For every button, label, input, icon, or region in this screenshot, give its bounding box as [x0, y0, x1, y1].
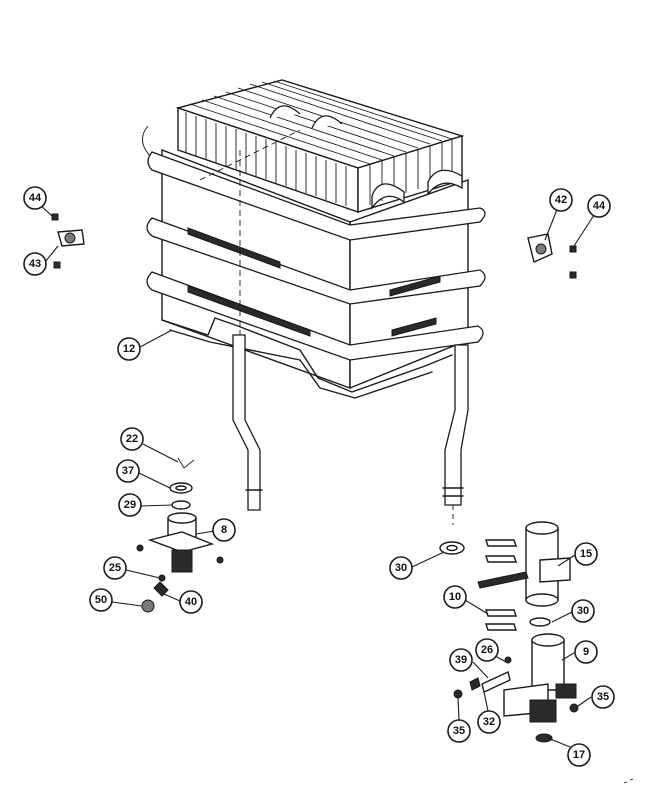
- callout-label: 25: [109, 562, 121, 574]
- heat-exchanger: [142, 79, 486, 525]
- callout-label: 44: [593, 200, 606, 212]
- water-valve-assembly: [439, 521, 634, 784]
- callout-30-lower: 30: [571, 599, 595, 623]
- callout-50: 50: [89, 588, 113, 612]
- callout-label: 9: [583, 646, 589, 658]
- callout-label: 26: [481, 644, 493, 656]
- callout-8: 8: [212, 518, 236, 542]
- callout-label: 15: [580, 548, 592, 560]
- callout-26: 26: [475, 638, 499, 662]
- heat-fins: [185, 80, 453, 206]
- callout-40: 40: [179, 590, 203, 614]
- callout-10: 10: [443, 585, 467, 609]
- overheat-thermostat-left: [51, 213, 85, 269]
- callout-39: 39: [449, 648, 473, 672]
- callout-43: 43: [23, 252, 47, 276]
- callout-label: 43: [29, 258, 41, 270]
- callout-label: 35: [453, 725, 465, 737]
- callout-label: 12: [123, 343, 135, 355]
- callout-label: 10: [449, 591, 461, 603]
- callout-42: 42: [549, 188, 573, 212]
- callout-32: 32: [477, 710, 501, 734]
- callout-label: 39: [455, 654, 467, 666]
- callout-label: 22: [126, 433, 138, 445]
- callout-35-left: 35: [447, 719, 471, 743]
- callout-label: 42: [555, 194, 567, 206]
- callout-label: 35: [597, 691, 609, 703]
- callout-label: 30: [577, 605, 589, 617]
- callout-15: 15: [574, 542, 598, 566]
- callout-17: 17: [567, 743, 591, 767]
- callout-label: 17: [573, 749, 585, 761]
- callout-44-right: 44: [587, 194, 611, 218]
- callout-30-upper: 30: [389, 556, 413, 580]
- callout-25: 25: [103, 556, 127, 580]
- leader-lines: [36, 201, 597, 748]
- callout-label: 29: [124, 499, 136, 511]
- callout-12: 12: [117, 337, 141, 361]
- callout-9: 9: [574, 640, 598, 664]
- callout-22: 22: [120, 427, 144, 451]
- coil-pipes: [146, 151, 486, 361]
- callout-label: 37: [122, 465, 134, 477]
- callout-37: 37: [116, 459, 140, 483]
- callout-29: 29: [118, 493, 142, 517]
- callout-label: 32: [483, 716, 495, 728]
- callout-label: 44: [29, 192, 42, 204]
- overheat-thermostat-right: [527, 233, 577, 279]
- inlet-fitting-left: [136, 457, 224, 613]
- callout-label: 50: [95, 594, 107, 606]
- callout-label: 40: [185, 596, 197, 608]
- callout-35-right: 35: [591, 685, 615, 709]
- callout-44-left: 44: [23, 186, 47, 210]
- callout-label: 8: [221, 524, 227, 536]
- callout-label: 30: [395, 562, 407, 574]
